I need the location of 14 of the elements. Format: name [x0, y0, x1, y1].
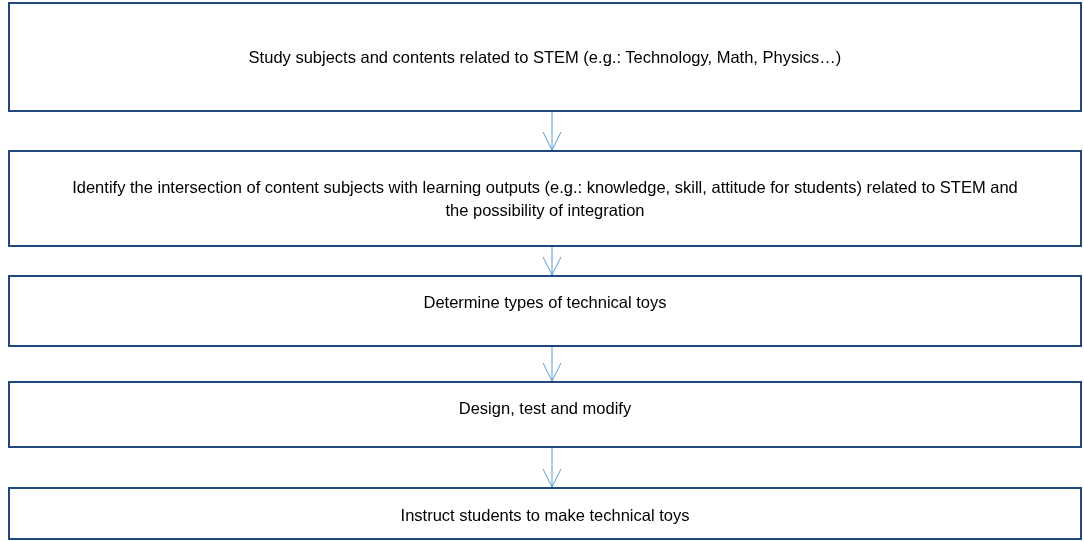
arrow	[542, 346, 562, 382]
process-box	[8, 381, 1082, 448]
process-box	[8, 487, 1082, 540]
arrow	[542, 111, 562, 151]
step-text: Identify the intersection of content subjects with learning outputs (e.g.: knowledge, skill, attitude for students) related to STEM and the possibility of integration	[71, 176, 1019, 221]
step-text: Instruct students to make technical toys	[400, 505, 690, 526]
process-box	[8, 150, 1082, 247]
process-box	[8, 275, 1082, 347]
step-text: Design, test and modify	[458, 398, 632, 419]
step-text: Study subjects and contents related to STEM (e.g.: Technology, Math, Physics…)	[248, 46, 842, 68]
step-text: Determine types of technical toys	[423, 292, 667, 313]
arrow	[542, 447, 562, 488]
arrow	[542, 246, 562, 276]
process-box	[8, 2, 1082, 112]
